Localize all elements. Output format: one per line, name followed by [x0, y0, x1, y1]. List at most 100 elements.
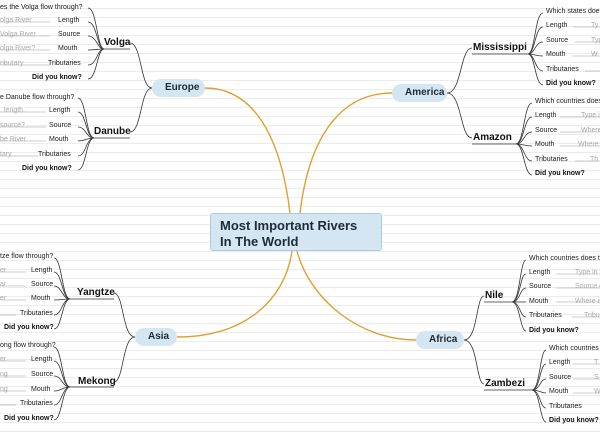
river-amazon[interactable]: Amazon — [473, 132, 512, 143]
amazon-length-value[interactable]: Type i — [581, 112, 600, 119]
river-nile[interactable]: Nile — [485, 290, 504, 301]
nile-tributaries[interactable]: Tributaries — [529, 312, 562, 319]
danube-did-you-know[interactable]: Did you know? — [22, 165, 72, 172]
danube-length[interactable]: Length — [49, 107, 71, 114]
mekong-mouth-value[interactable]: ng — [0, 386, 8, 393]
region-africa[interactable]: Africa — [416, 331, 464, 349]
danube-mouth-value[interactable]: be River — [0, 136, 27, 143]
danube-source-value[interactable]: source? — [0, 122, 25, 129]
mekong-did-you-know[interactable]: Did you know? — [4, 415, 54, 422]
link-america-mississippi — [446, 47, 473, 94]
zambezi-mouth[interactable]: Mouth — [549, 388, 569, 395]
nile-did-you-know[interactable]: Did you know? — [529, 327, 579, 334]
volga-mouth[interactable]: Mouth — [58, 45, 78, 52]
mississippi-mouth[interactable]: Mouth — [546, 51, 566, 58]
yangtze-length[interactable]: Length — [31, 267, 53, 274]
amazon-tributaries[interactable]: Tributaries — [535, 156, 568, 163]
yangtze-question[interactable]: tze flow through? — [0, 253, 54, 260]
volga-source-value[interactable]: Volga River — [0, 31, 36, 38]
danube-mouth[interactable]: Mouth — [49, 136, 69, 143]
nile-length[interactable]: Length — [529, 269, 551, 276]
amazon-question[interactable]: Which countries does — [535, 98, 600, 105]
region-america[interactable]: America — [392, 84, 447, 102]
nile-tributaries-value[interactable]: Tribu — [584, 312, 600, 319]
region-europe[interactable]: Europe — [152, 79, 205, 97]
nile-source-value[interactable]: Source o — [575, 283, 600, 290]
mississippi-source-value[interactable]: Type — [591, 37, 600, 44]
amazon-length[interactable]: Length — [535, 112, 557, 119]
yangtze-mouth-value[interactable]: er — [0, 295, 7, 302]
yangtze-tributaries[interactable]: Tributaries — [20, 310, 53, 317]
mississippi-did-you-know[interactable]: Did you know? — [546, 80, 596, 87]
yangtze-did-you-know[interactable]: Did you know? — [4, 324, 54, 331]
amazon-did-you-know[interactable]: Did you know? — [535, 170, 585, 177]
volga-length-value[interactable]: olga River — [0, 17, 32, 24]
nile-source[interactable]: Source — [529, 283, 552, 290]
link-africa-zambezi — [463, 339, 485, 385]
mississippi-source[interactable]: Source — [546, 37, 569, 44]
danube-question[interactable]: e Danube flow through? — [0, 94, 75, 101]
mississippi-length[interactable]: Length — [546, 22, 568, 29]
volga-length[interactable]: Length — [58, 17, 80, 24]
link-asia-mekong — [113, 336, 136, 383]
nile-question[interactable]: Which countries does th — [529, 255, 600, 262]
river-zambezi[interactable]: Zambezi — [485, 378, 526, 389]
river-mississippi[interactable]: Mississippi — [473, 42, 527, 53]
trunk-asia — [176, 250, 293, 338]
mekong-question[interactable]: ong flow through? — [0, 342, 56, 349]
mekong-length[interactable]: Length — [31, 356, 53, 363]
volga-mouth-value[interactable]: olga River? — [0, 45, 36, 52]
danube-source[interactable]: Source — [49, 122, 72, 129]
mekong-source-value[interactable]: ng — [0, 371, 8, 378]
nile-length-value[interactable]: Type in t — [575, 269, 600, 276]
danube-length-value[interactable]: length. — [4, 107, 26, 114]
nile-mouth-value[interactable]: Where is — [575, 298, 600, 305]
amazon-mouth-value[interactable]: Where — [578, 141, 599, 148]
volga-question[interactable]: es the Volga flow through? — [0, 4, 83, 11]
mekong-source[interactable]: Source — [31, 371, 54, 378]
zambezi-question[interactable]: Which countries d — [549, 345, 600, 352]
danube-tributaries[interactable]: Tributaries — [38, 151, 71, 158]
volga-did-you-know[interactable]: Did you know? — [32, 74, 82, 81]
trunk-africa — [296, 250, 417, 341]
trunk-europe — [204, 87, 291, 214]
danube-tributaries-value[interactable]: tary — [0, 151, 12, 158]
river-danube[interactable]: Danube — [94, 126, 131, 137]
amazon-source[interactable]: Source — [535, 127, 558, 134]
river-volga[interactable]: Volga — [104, 37, 131, 48]
volga-tributaries[interactable]: Tributaries — [48, 60, 81, 67]
link-america-amazon — [446, 92, 473, 139]
link-asia-yangtze — [113, 292, 136, 338]
mississippi-mouth-value[interactable]: W — [591, 51, 598, 58]
zambezi-length-value[interactable]: T — [594, 359, 599, 366]
zambezi-source-value[interactable]: S — [594, 374, 599, 381]
mekong-tributaries[interactable]: Tributaries — [20, 400, 53, 407]
central-topic[interactable]: Most Important Rivers In The World — [210, 213, 382, 251]
trunk-america — [299, 92, 393, 214]
yangtze-mouth[interactable]: Mouth — [31, 295, 51, 302]
yangtze-source[interactable]: Source — [31, 281, 54, 288]
volga-tributaries-value[interactable]: ributary — [0, 60, 24, 67]
nile-mouth[interactable]: Mouth — [529, 298, 549, 305]
mississippi-length-value[interactable]: Ty — [591, 22, 599, 29]
river-mekong[interactable]: Mekong — [78, 376, 116, 387]
yangtze-source-value[interactable]: ar — [0, 281, 7, 288]
mekong-mouth[interactable]: Mouth — [31, 386, 51, 393]
river-yangtze[interactable]: Yangtze — [77, 287, 115, 298]
amazon-tributaries-value[interactable]: Th — [590, 156, 599, 163]
zambezi-tributaries[interactable]: Tributaries — [549, 403, 582, 410]
amazon-mouth[interactable]: Mouth — [535, 141, 555, 148]
link-africa-nile — [463, 295, 485, 341]
yangtze-length-value[interactable]: er — [0, 267, 7, 274]
zambezi-source[interactable]: Source — [549, 374, 572, 381]
mekong-length-value[interactable]: er. — [0, 356, 8, 363]
zambezi-did-you-know[interactable]: Did you know? — [549, 417, 599, 424]
mississippi-question[interactable]: Which states does — [546, 8, 600, 15]
region-asia[interactable]: Asia — [135, 328, 177, 346]
volga-source[interactable]: Source — [58, 31, 81, 38]
zambezi-mouth-value[interactable]: W — [594, 388, 600, 395]
mississippi-tributaries[interactable]: Tributaries — [546, 66, 579, 73]
amazon-source-value[interactable]: Where — [581, 127, 600, 134]
zambezi-length[interactable]: Length — [549, 359, 571, 366]
